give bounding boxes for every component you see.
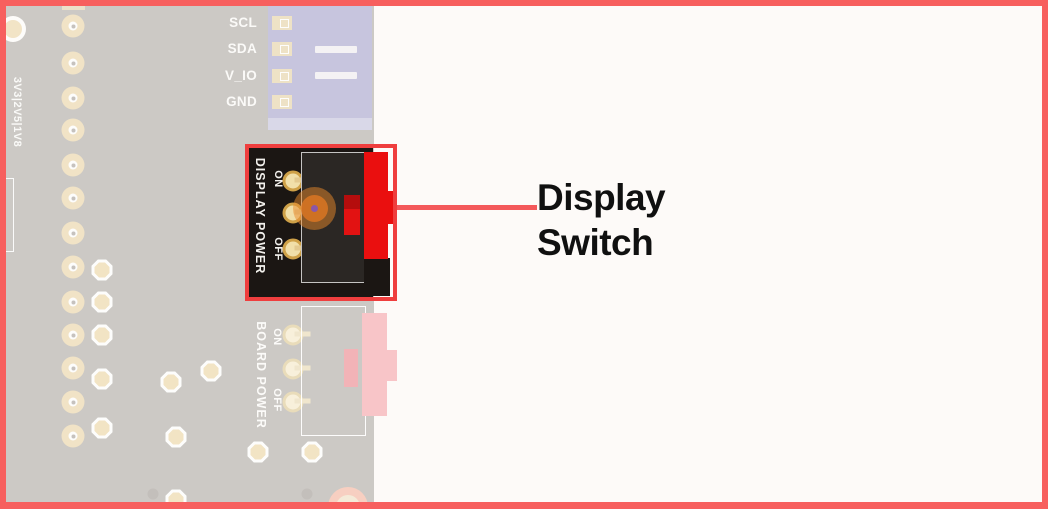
board-power-off-label: OFF bbox=[271, 388, 283, 412]
pin-pad bbox=[272, 16, 292, 30]
mounting-pad bbox=[0, 16, 26, 42]
through-hole-pad bbox=[61, 390, 85, 414]
pin-pad bbox=[272, 69, 292, 83]
pin-label-scl: SCL bbox=[229, 15, 257, 30]
connector-slot-icon bbox=[315, 72, 357, 79]
through-hole-pad bbox=[61, 153, 85, 177]
through-hole-pad bbox=[61, 356, 85, 380]
via-pad bbox=[165, 426, 187, 448]
display-power-switch-base bbox=[364, 258, 390, 296]
through-hole-pad bbox=[61, 424, 85, 448]
pin-label-vio: V_IO bbox=[225, 68, 257, 83]
highlight-box bbox=[245, 144, 397, 301]
through-hole-pad bbox=[61, 221, 85, 245]
through-hole-pad bbox=[61, 323, 85, 347]
via-pad bbox=[301, 441, 323, 463]
pin-pad bbox=[272, 95, 292, 109]
via-pad bbox=[160, 371, 182, 393]
silkscreen-outline bbox=[3, 178, 14, 252]
via-pad bbox=[91, 324, 113, 346]
drill-mark bbox=[147, 488, 159, 500]
callout-label-line1: Display bbox=[537, 177, 666, 218]
through-hole-pad bbox=[61, 186, 85, 210]
callout-label-line2: Switch bbox=[537, 222, 654, 263]
via-pad bbox=[91, 417, 113, 439]
through-hole-pad bbox=[61, 86, 85, 110]
switch-pin-pad bbox=[282, 391, 311, 413]
through-hole-pad bbox=[61, 14, 85, 38]
through-hole-pad bbox=[61, 255, 85, 279]
via-pad bbox=[91, 259, 113, 281]
pin-label-sda: SDA bbox=[227, 41, 257, 56]
drill-mark bbox=[301, 488, 313, 500]
callout-connector-line bbox=[397, 205, 537, 210]
i2c-connector-lip bbox=[268, 118, 372, 130]
pin-label-gnd: GND bbox=[226, 94, 257, 109]
display-power-switch-actuator-nub[interactable] bbox=[388, 191, 397, 224]
click-indicator-dot bbox=[310, 204, 318, 212]
pin-pad bbox=[272, 42, 292, 56]
switch-pin-pad bbox=[282, 358, 311, 380]
display-power-switch-actuator[interactable] bbox=[364, 152, 388, 259]
via-pad bbox=[91, 368, 113, 390]
display-power-switch-knob[interactable] bbox=[344, 195, 360, 235]
callout-label: Display Switch bbox=[537, 175, 666, 265]
through-hole-pad bbox=[61, 290, 85, 314]
board-power-on-label: ON bbox=[271, 328, 283, 346]
board-power-title: BOARD POWER bbox=[254, 321, 268, 429]
via-pad bbox=[200, 360, 222, 382]
board-power-switch-actuator-nub bbox=[387, 350, 397, 381]
board-power-switch-knob bbox=[344, 349, 358, 387]
through-hole-pad bbox=[61, 118, 85, 142]
via-pad bbox=[247, 441, 269, 463]
via-pad bbox=[91, 291, 113, 313]
through-hole-pad bbox=[61, 51, 85, 75]
edge-pad bbox=[62, 6, 85, 10]
board-power-switch-actuator bbox=[362, 313, 387, 416]
switch-pin-pad bbox=[282, 324, 311, 346]
connector-slot-icon bbox=[315, 46, 357, 53]
voltage-scale-label: 3V3|2V5|1V8 bbox=[11, 76, 23, 148]
